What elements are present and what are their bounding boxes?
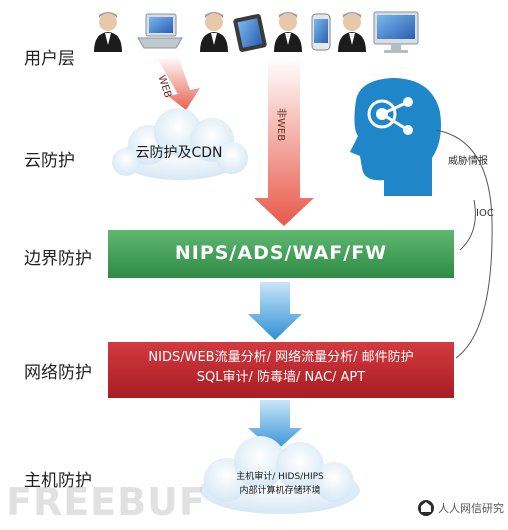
blue-arrow-1 [248, 282, 302, 340]
layer-label-network: 网络防护 [24, 363, 92, 383]
phone-icon [311, 13, 331, 51]
ioc-connector [459, 199, 476, 251]
user-person-3 [274, 12, 302, 52]
watermark-right: 人人网信研究 [438, 502, 504, 515]
ioc-label: IOC [476, 208, 494, 219]
tablet-icon [233, 14, 267, 52]
layer-label-border: 边界防护 [24, 249, 92, 269]
user-person-1 [94, 12, 122, 52]
user-person-4 [338, 12, 366, 52]
host-cloud-line2: 内部计算机存储环境 [239, 486, 321, 496]
layer-label-cloud: 云防护 [24, 151, 75, 171]
network-band-text: NIDS/WEB流量分析/ 网络流量分析/ 邮件防护 SQL审计/ 防毒墙/ N… [108, 348, 454, 388]
network-band-line2: SQL审计/ 防毒墙/ NAC/ APT [196, 370, 366, 385]
layer-label-user: 用户层 [24, 49, 75, 69]
border-band-label: NIPS/ADS/WAF/FW [174, 242, 388, 264]
network-band-line1: NIDS/WEB流量分析/ 网络流量分析/ 邮件防护 [148, 350, 414, 365]
threat-intel-connector [435, 129, 493, 359]
laptop-icon [137, 13, 183, 49]
border-band [108, 230, 454, 278]
cloud-shape [112, 108, 248, 180]
cloud-label: 云防护及CDN [135, 145, 223, 161]
non-web-arrow [254, 58, 314, 226]
host-cloud-line1: 主机审计/ HIDS/HIPS [236, 472, 324, 482]
threat-intel-label: 威胁情报 [448, 156, 488, 167]
watermark-left: FREEBUF [6, 480, 206, 524]
threat-intel-head-icon [350, 78, 441, 196]
web-arrow [158, 56, 200, 110]
network-band [108, 342, 454, 398]
host-cloud-shape [200, 436, 360, 514]
desktop-monitor-icon [373, 11, 419, 53]
host-cloud-text: 主机审计/ HIDS/HIPS 内部计算机存储环境 [212, 470, 348, 498]
non-web-arrow-label: 非WEB [275, 108, 286, 142]
user-person-2 [200, 12, 228, 52]
layer-label-host: 主机防护 [24, 471, 92, 491]
watermark-logo-icon [418, 500, 434, 516]
